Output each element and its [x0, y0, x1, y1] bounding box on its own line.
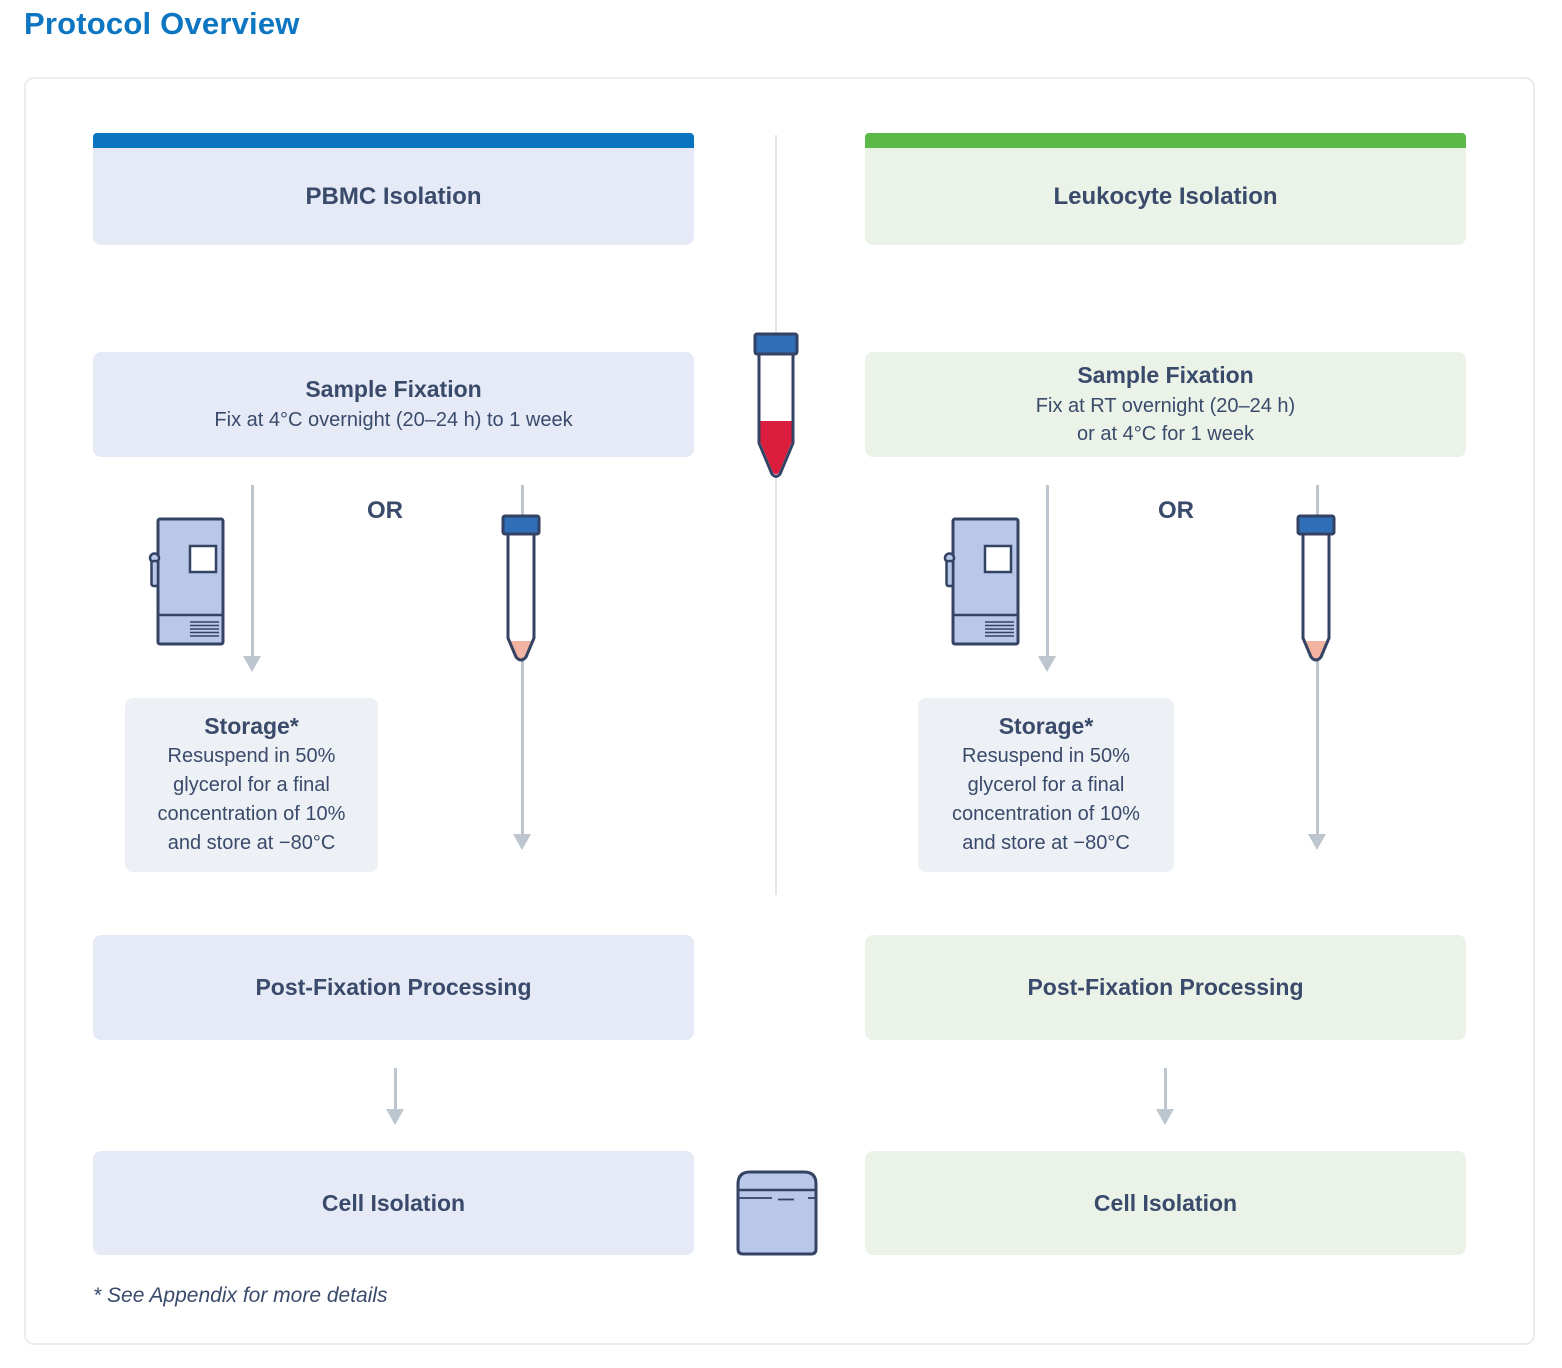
leukocyte-freezer-arrow	[1038, 485, 1056, 672]
pbmc-sample-fixation-subtitle: Fix at 4°C overnight (20–24 h) to 1 week	[214, 408, 573, 431]
leukocyte-storage-body: Resuspend in 50% glycerol for a final co…	[952, 745, 1140, 855]
pbmc-storage-title: Storage*	[204, 712, 299, 739]
pbmc-accent-bar	[93, 133, 694, 148]
leukocyte-accent-bar	[865, 133, 1466, 148]
page-title: Protocol Overview	[24, 6, 300, 41]
pbmc-sample-fixation-box: Sample Fixation Fix at 4°C overnight (20…	[93, 352, 694, 457]
pbmc-freezer-arrow	[243, 485, 261, 672]
pbmc-post-fixation-box: Post-Fixation Processing	[93, 935, 694, 1040]
leukocyte-post-fixation-label: Post-Fixation Processing	[1027, 974, 1304, 1000]
leukocyte-storage-title: Storage*	[998, 712, 1094, 739]
pbmc-storage-body: Resuspend in 50% glycerol for a final co…	[157, 745, 346, 855]
column-divider	[775, 135, 777, 895]
pbmc-header-label: PBMC Isolation	[305, 182, 482, 210]
footnote: * See Appendix for more details	[93, 1284, 388, 1307]
leukocyte-post-fixation-box: Post-Fixation Processing	[865, 935, 1466, 1040]
pbmc-header-box: PBMC Isolation	[93, 133, 694, 245]
leukocyte-cell-isolation-label: Cell Isolation	[1093, 1189, 1238, 1216]
pbmc-cell-isolation-box: Cell Isolation	[93, 1151, 694, 1255]
leukocyte-cell-isolation-box: Cell Isolation	[865, 1151, 1466, 1255]
freezer-icon	[943, 516, 1021, 647]
freezer-icon	[148, 516, 226, 647]
pbmc-storage-box: Storage* Resuspend in 50% glycerol for a…	[125, 698, 378, 872]
leukocyte-sample-fixation-title: Sample Fixation	[1077, 362, 1254, 389]
specimen-container-icon	[728, 1167, 826, 1257]
leukocyte-sample-fixation-box: Sample Fixation Fix at RT overnight (20–…	[865, 352, 1466, 457]
pbmc-post-fixation-label: Post-Fixation Processing	[255, 974, 532, 1000]
conical-tube-icon	[1294, 514, 1338, 664]
pbmc-or-label: OR	[367, 497, 403, 524]
pbmc-cell-isolation-label: Cell Isolation	[321, 1189, 466, 1216]
leukocyte-header-box: Leukocyte Isolation	[865, 133, 1466, 245]
conical-tube-icon	[499, 514, 543, 664]
leukocyte-or-label: OR	[1158, 497, 1194, 524]
leukocyte-flow-arrow	[1156, 1068, 1174, 1125]
pbmc-sample-fixation-title: Sample Fixation	[305, 376, 482, 403]
pbmc-header-body: PBMC Isolation	[93, 148, 694, 245]
leukocyte-header-body: Leukocyte Isolation	[865, 148, 1466, 245]
leukocyte-storage-box: Storage* Resuspend in 50% glycerol for a…	[918, 698, 1174, 872]
leukocyte-header-label: Leukocyte Isolation	[1053, 182, 1278, 210]
leukocyte-sample-fixation-subtitle: Fix at RT overnight (20–24 h) or at 4°C …	[1035, 394, 1296, 445]
pbmc-flow-arrow	[386, 1068, 404, 1125]
blood-tube-icon	[750, 331, 802, 483]
